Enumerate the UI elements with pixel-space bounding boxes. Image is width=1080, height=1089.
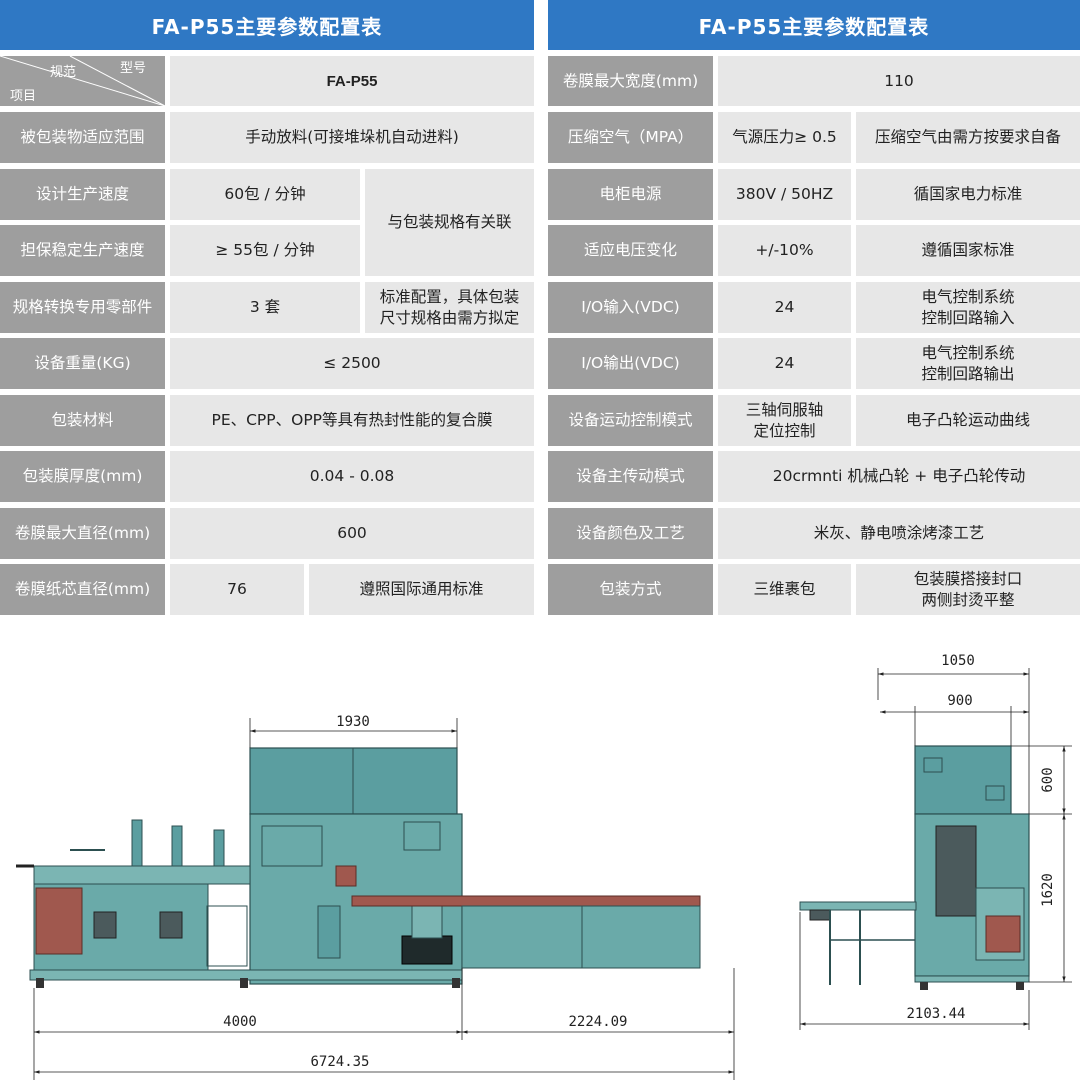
row-value: +/-10% xyxy=(718,225,851,276)
row-value: 气源压力≥ 0.5 xyxy=(718,112,851,163)
dim-main-length: 4000 xyxy=(223,1014,257,1030)
dim-side-base-width: 2103.44 xyxy=(906,1006,965,1022)
right-table-title: FA-P55主要参数配置表 xyxy=(548,0,1080,50)
row-value: 60包 / 分钟 xyxy=(170,169,360,220)
row-label: 电柜电源 xyxy=(548,169,713,220)
dim-side-main-height: 1620 xyxy=(1040,873,1056,907)
corner-mid-label: 规范 xyxy=(50,65,77,80)
row-note: 遵照国际通用标准 xyxy=(309,564,534,615)
corner-header-cell: 型号 规范 项目 xyxy=(0,56,165,106)
row-label: 卷膜纸芯直径(mm) xyxy=(0,564,165,615)
row-value: 110 xyxy=(718,56,1080,106)
row-value: 米灰、静电喷涂烤漆工艺 xyxy=(718,508,1080,559)
row-note: 电子凸轮运动曲线 xyxy=(856,395,1080,446)
motor-unit xyxy=(401,935,453,965)
row-note: 电气控制系统 控制回路输入 xyxy=(856,282,1080,333)
row-value: 76 xyxy=(170,564,304,615)
row-value: 380V / 50HZ xyxy=(718,169,851,220)
row-note: 包装膜搭接封口 两侧封烫平整 xyxy=(856,564,1080,615)
dim-side-top-height: 600 xyxy=(1040,767,1056,792)
row-value: 三维裹包 xyxy=(718,564,851,615)
row-label: 设计生产速度 xyxy=(0,169,165,220)
machine-technical-drawing: 1930 4000 2224.09 6724.35 1050 xyxy=(16,653,1072,1080)
outfeed-conveyor-belt xyxy=(351,895,701,907)
row-value: 24 xyxy=(718,338,851,389)
row-label: 卷膜最大宽度(mm) xyxy=(548,56,713,106)
row-label: 设备颜色及工艺 xyxy=(548,508,713,559)
row-label: 被包装物适应范围 xyxy=(0,112,165,163)
model-cell: FA-P55 xyxy=(170,56,534,106)
infeed-guard xyxy=(35,887,83,955)
corner-row-label: 项目 xyxy=(10,89,37,104)
row-label: 担保稳定生产速度 xyxy=(0,225,165,276)
row-value: 0.04 - 0.08 xyxy=(170,451,534,502)
side-mechanism xyxy=(935,825,977,917)
front-view: 1930 4000 2224.09 6724.35 xyxy=(16,714,735,1080)
dim-conveyor-length: 2224.09 xyxy=(568,1014,627,1030)
row-label: I/O输出(VDC) xyxy=(548,338,713,389)
row-label: 包装膜厚度(mm) xyxy=(0,451,165,502)
row-value: 24 xyxy=(718,282,851,333)
row-note: 遵循国家标准 xyxy=(856,225,1080,276)
row-note: 电气控制系统 控制回路输出 xyxy=(856,338,1080,389)
left-table-title: FA-P55主要参数配置表 xyxy=(0,0,534,50)
dim-side-body-width: 900 xyxy=(947,693,972,709)
row-label: I/O输入(VDC) xyxy=(548,282,713,333)
corner-diagonal-lines xyxy=(0,56,165,106)
speed-note-cell: 与包装规格有关联 xyxy=(365,169,534,276)
row-note: 标准配置，具体包装 尺寸规格由需方拟定 xyxy=(365,282,534,333)
row-label: 卷膜最大直径(mm) xyxy=(0,508,165,559)
row-value: PE、CPP、OPP等具有热封性能的复合膜 xyxy=(170,395,534,446)
side-control-box xyxy=(985,915,1021,953)
row-value: 三轴伺服轴 定位控制 xyxy=(718,395,851,446)
row-value: 手动放料(可接堆垛机自动进料) xyxy=(170,112,534,163)
dim-side-overall-width: 1050 xyxy=(941,653,975,669)
row-label: 包装材料 xyxy=(0,395,165,446)
corner-col-label: 型号 xyxy=(120,61,147,76)
row-value: ≤ 2500 xyxy=(170,338,534,389)
outfeed-conveyor-frame xyxy=(461,905,701,969)
row-label: 规格转换专用零部件 xyxy=(0,282,165,333)
row-label: 设备运动控制模式 xyxy=(548,395,713,446)
row-note: 压缩空气由需方按要求自备 xyxy=(856,112,1080,163)
dim-total-length: 6724.35 xyxy=(310,1054,369,1070)
side-view: 1050 900 600 1620 2103.44 xyxy=(799,653,1072,1030)
side-upper-cabinet xyxy=(914,745,1012,815)
dim-top-width: 1930 xyxy=(336,714,370,730)
row-value: 600 xyxy=(170,508,534,559)
row-value: ≥ 55包 / 分钟 xyxy=(170,225,360,276)
row-note: 循国家电力标准 xyxy=(856,169,1080,220)
row-label: 设备重量(KG) xyxy=(0,338,165,389)
row-label: 设备主传动模式 xyxy=(548,451,713,502)
row-value: 3 套 xyxy=(170,282,360,333)
infeed-rail xyxy=(33,865,251,885)
row-label: 包装方式 xyxy=(548,564,713,615)
row-label: 适应电压变化 xyxy=(548,225,713,276)
row-value: 20crmnti 机械凸轮 + 电子凸轮传动 xyxy=(718,451,1080,502)
row-label: 压缩空气（MPA） xyxy=(548,112,713,163)
